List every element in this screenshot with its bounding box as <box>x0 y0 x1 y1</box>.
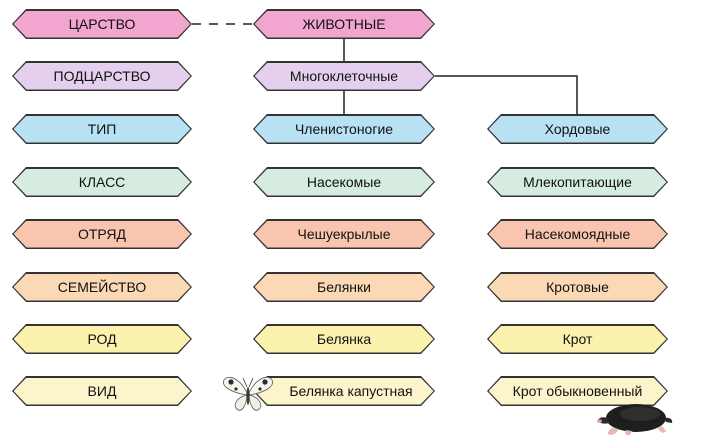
node-order-lepidoptera: Чешуекрылые <box>253 219 435 249</box>
rank-kingdom: ЦАРСТВО <box>12 9 192 39</box>
rank-subkingdom-label: ПОДЦАРСТВО <box>14 63 191 90</box>
rank-family-label: СЕМЕЙСТВО <box>14 274 191 301</box>
rank-order: ОТРЯД <box>12 219 192 249</box>
node-genus-pieris: Белянка <box>253 324 435 354</box>
node-family-talpidae: Кротовые <box>487 272 668 302</box>
node-subkingdom-multicellular-label: Многоклеточные <box>255 63 434 90</box>
rank-genus: РОД <box>12 324 192 354</box>
node-genus-talpa-label: Крот <box>489 326 667 353</box>
node-phylum-chordata: Хордовые <box>487 114 668 144</box>
node-genus-pieris-label: Белянка <box>255 326 434 353</box>
node-kingdom-animals-label: ЖИВОТНЫЕ <box>255 11 434 38</box>
rank-family: СЕМЕЙСТВО <box>12 272 192 302</box>
node-subkingdom-multicellular: Многоклеточные <box>253 61 435 91</box>
node-class-insecta-label: Насекомые <box>255 169 434 196</box>
link-subkingdom-chordata <box>435 75 578 114</box>
node-genus-talpa: Крот <box>487 324 668 354</box>
rank-genus-label: РОД <box>14 326 191 353</box>
rank-species: ВИД <box>12 376 192 406</box>
butterfly-icon <box>223 376 273 411</box>
node-species-cabbage-white-label: Белянка капустная <box>255 378 434 405</box>
rank-class: КЛАСС <box>12 167 192 197</box>
node-family-pieridae: Белянки <box>253 272 435 302</box>
mole-icon <box>597 404 673 436</box>
node-phylum-arthropoda: Членистоногие <box>253 114 435 144</box>
node-order-insectivora-label: Насекомоядные <box>489 221 667 248</box>
node-order-insectivora: Насекомоядные <box>487 219 668 249</box>
rank-species-label: ВИД <box>14 378 191 405</box>
node-family-pieridae-label: Белянки <box>255 274 434 301</box>
rank-kingdom-label: ЦАРСТВО <box>14 11 191 38</box>
node-order-lepidoptera-label: Чешуекрылые <box>255 221 434 248</box>
node-phylum-arthropoda-label: Членистоногие <box>255 116 434 143</box>
node-kingdom-animals: ЖИВОТНЫЕ <box>253 9 435 39</box>
node-class-mammalia: Млекопитающие <box>487 167 668 197</box>
node-species-european-mole: Крот обыкновенный <box>487 376 668 406</box>
node-family-talpidae-label: Кротовые <box>489 274 667 301</box>
rank-class-label: КЛАСС <box>14 169 191 196</box>
node-class-mammalia-label: Млекопитающие <box>489 169 667 196</box>
rank-phylum-label: ТИП <box>14 116 191 143</box>
rank-phylum: ТИП <box>12 114 192 144</box>
node-species-european-mole-label: Крот обыкновенный <box>489 378 667 405</box>
rank-subkingdom: ПОДЦАРСТВО <box>12 61 192 91</box>
rank-order-label: ОТРЯД <box>14 221 191 248</box>
node-species-cabbage-white: Белянка капустная <box>253 376 435 406</box>
node-class-insecta: Насекомые <box>253 167 435 197</box>
node-phylum-chordata-label: Хордовые <box>489 116 667 143</box>
